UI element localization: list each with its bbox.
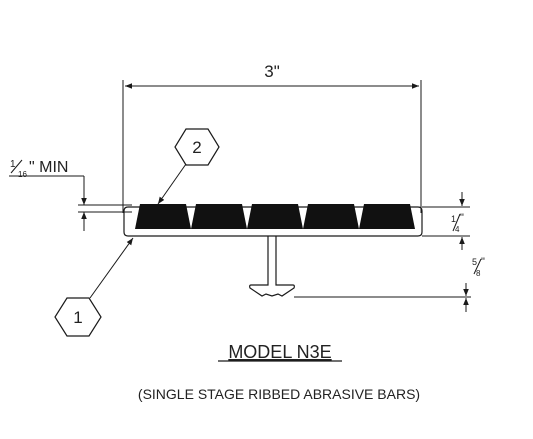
abrasive-bar	[359, 204, 415, 229]
width-dimension	[122, 80, 422, 213]
strip-fraction-numerator: 1	[451, 214, 456, 224]
diagram-title: MODEL N3E	[228, 342, 331, 362]
total-fraction-slash	[473, 258, 482, 275]
min-fraction-numerator: 1	[10, 159, 16, 170]
total-fraction-numerator: 5	[472, 257, 477, 267]
min-fraction-denominator: 16	[18, 170, 27, 179]
total-height-label: 5 8 "	[472, 256, 485, 278]
abrasive-bar	[247, 204, 303, 229]
min-label-text: " MIN	[29, 159, 68, 176]
callout-hexagon	[54, 297, 102, 337]
strip-fraction-slash	[452, 213, 461, 232]
callout-number: 2	[192, 138, 201, 157]
abrasive-bar	[191, 204, 247, 229]
callout-1-leader	[89, 237, 134, 299]
diagram-subtitle: (SINGLE STAGE RIBBED ABRASIVE BARS)	[138, 386, 420, 402]
callout-hexagon	[174, 128, 220, 166]
strip-fraction-suffix: "	[460, 212, 464, 224]
width-label: 3"	[264, 62, 280, 81]
nosing-profile	[123, 206, 471, 298]
callout-2-leader	[157, 163, 187, 205]
strip-height-label: 1 4 "	[451, 212, 464, 234]
nosing-plate	[123, 206, 423, 237]
total-fraction-suffix: "	[481, 256, 485, 268]
strip-fraction-denominator: 4	[455, 225, 460, 234]
anchor-web	[249, 236, 295, 297]
abrasive-bar	[135, 204, 191, 229]
min-fraction-slash	[10, 159, 23, 174]
total-fraction-denominator: 8	[476, 269, 481, 278]
abrasive-bar	[303, 204, 359, 229]
height-dimensions	[422, 192, 470, 312]
min-dimension: 1 16 " MIN	[9, 159, 132, 231]
callout-1: 1	[54, 237, 134, 337]
abrasive-bars	[135, 204, 415, 229]
callout-number: 1	[73, 308, 82, 327]
callout-2: 2	[157, 128, 220, 205]
